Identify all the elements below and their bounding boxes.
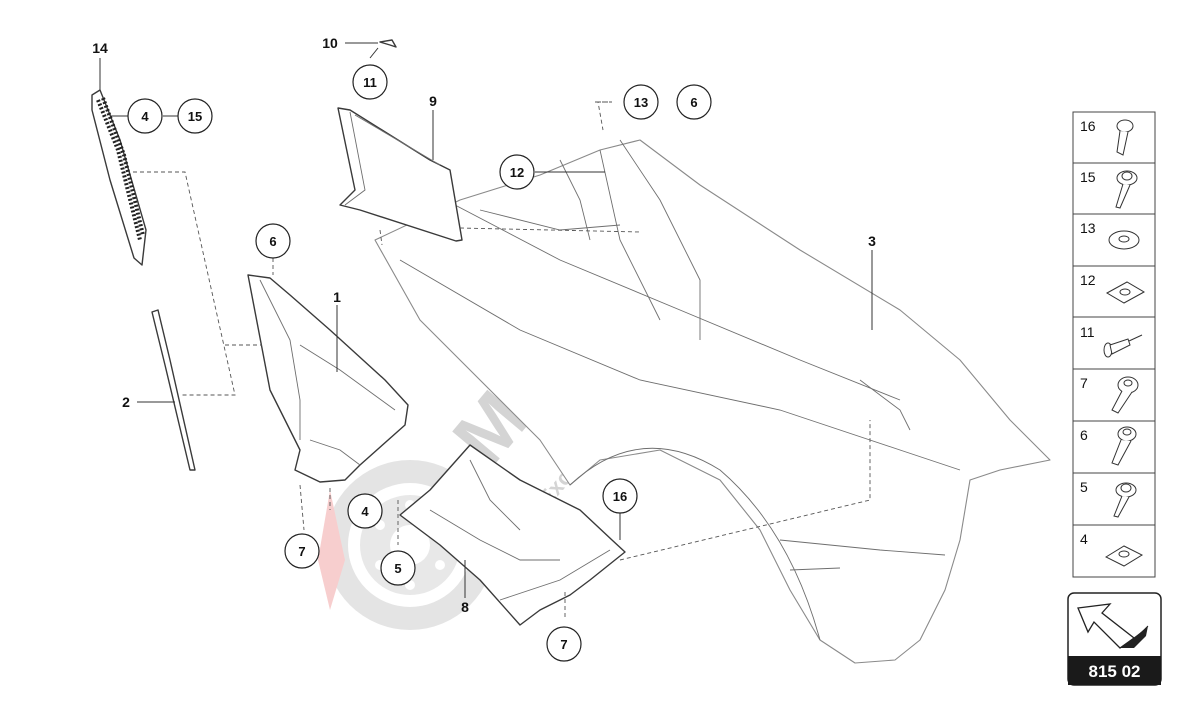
relation-lines: [133, 101, 871, 620]
label-14: 14: [92, 40, 108, 56]
svg-text:5: 5: [1080, 479, 1088, 495]
legend-row-5: 5: [1080, 479, 1137, 518]
svg-text:4: 4: [1080, 531, 1088, 547]
reference-badge: 815 02: [1067, 592, 1162, 686]
label-1: 1: [333, 289, 341, 305]
clip-nut-icon: [1104, 545, 1144, 567]
svg-text:7: 7: [560, 637, 567, 652]
callout-6: 6: [676, 84, 712, 120]
part-fender: [374, 139, 1051, 664]
part-lower-duct: [399, 444, 626, 626]
svg-text:12: 12: [510, 165, 524, 180]
part-strip: [151, 309, 196, 471]
part-clip: [379, 39, 397, 48]
svg-text:7: 7: [1080, 375, 1088, 391]
svg-text:15: 15: [1080, 169, 1096, 185]
svg-text:13: 13: [1080, 220, 1096, 236]
callout-11: 11: [352, 64, 388, 100]
svg-text:7: 7: [298, 544, 305, 559]
washer-icon: [1108, 230, 1140, 250]
callouts: 4 15 11 13 6 12 6 4 7 5 16 7: [127, 64, 712, 662]
svg-text:13: 13: [634, 95, 648, 110]
svg-text:11: 11: [363, 75, 377, 90]
arrow-icon: [1077, 603, 1149, 649]
part-grille: [91, 89, 147, 266]
svg-text:6: 6: [1080, 427, 1088, 443]
legend-row-16: 16: [1080, 118, 1134, 156]
callout-7: 7: [546, 626, 582, 662]
label-2: 2: [122, 394, 130, 410]
callout-15: 15: [177, 98, 213, 134]
screw-collar-icon: [1111, 376, 1139, 414]
legend-row-6: 6: [1080, 426, 1137, 466]
svg-text:11: 11: [1080, 324, 1095, 340]
legend-row-4: 4: [1080, 531, 1144, 567]
screw-washer-icon: [1113, 482, 1137, 518]
svg-text:12: 12: [1080, 272, 1096, 288]
callout-4: 4: [347, 493, 383, 529]
clip-nut-icon: [1105, 281, 1146, 304]
svg-text:16: 16: [1080, 118, 1096, 134]
callout-13: 13: [623, 84, 659, 120]
svg-text:5: 5: [394, 561, 401, 576]
svg-text:16: 16: [613, 489, 627, 504]
svg-text:4: 4: [361, 504, 369, 519]
plain-labels: 14 10 9 3 1 2 8: [92, 35, 876, 615]
callout-12: 12: [499, 154, 535, 190]
label-3: 3: [868, 233, 876, 249]
bolt-icon: [1111, 426, 1137, 466]
label-9: 9: [429, 93, 437, 109]
callout-16: 16: [602, 478, 638, 514]
label-8: 8: [461, 599, 469, 615]
legend-row-11: 11: [1080, 324, 1143, 358]
label-10: 10: [322, 35, 338, 51]
legend-row-15: 15: [1080, 169, 1138, 209]
rivet-icon: [1103, 334, 1143, 358]
legend-row-12: 12: [1080, 272, 1146, 304]
part-side-duct: [247, 274, 409, 483]
part-upper-panel: [337, 107, 463, 242]
bolt-flanged-icon: [1116, 119, 1134, 156]
fastener-legend: 16 15 13 12: [1072, 111, 1156, 578]
legend-row-13: 13: [1080, 220, 1140, 250]
svg-text:6: 6: [269, 234, 276, 249]
svg-text:4: 4: [141, 109, 149, 124]
callout-5: 5: [380, 550, 416, 586]
callout-7: 7: [284, 533, 320, 569]
leader-lines: [99, 42, 873, 598]
callout-4: 4: [127, 98, 163, 134]
callout-6: 6: [255, 223, 291, 259]
legend-row-7: 7: [1080, 375, 1139, 414]
svg-text:6: 6: [690, 95, 697, 110]
screw-washer-icon: [1115, 170, 1138, 209]
reference-code: 815 02: [1089, 662, 1141, 681]
svg-text:15: 15: [188, 109, 202, 124]
